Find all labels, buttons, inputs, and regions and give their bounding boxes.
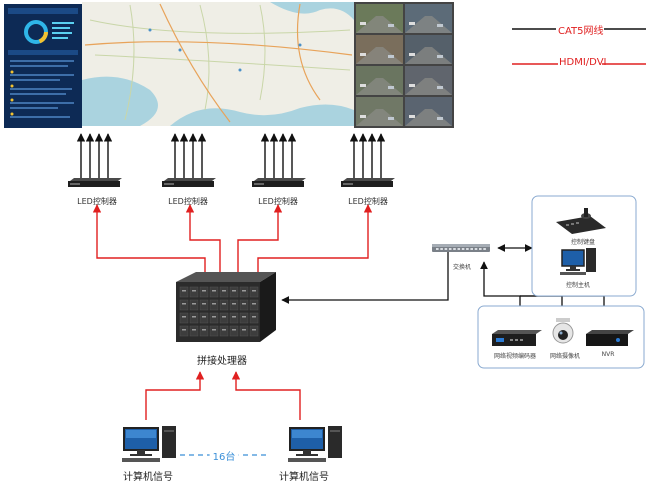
- hdmi-links-to-controllers: [92, 204, 373, 275]
- led-controller-2-label: LED控制器: [168, 197, 208, 206]
- hdmi-link-right-computer: [231, 371, 301, 420]
- video-wall: [4, 2, 454, 128]
- video-encoder-icon: [492, 330, 542, 346]
- processor-label: 拼接处理器: [197, 356, 247, 367]
- control-group: [531, 195, 637, 297]
- control-host-label: 控制主机: [565, 282, 591, 289]
- control-host-icon: [560, 248, 596, 275]
- nvr-label: NVR: [601, 351, 615, 358]
- cat5-link-switch-processor: [281, 252, 449, 304]
- nvr-icon: [586, 330, 634, 346]
- led-controller-3-label: LED控制器: [258, 197, 298, 206]
- legend-hdmi-label: HDMI/DVI: [559, 57, 607, 68]
- led-controller-1-label: LED控制器: [77, 197, 117, 206]
- hdmi-link-left-computer: [145, 371, 205, 420]
- camera-label: 网络摄像机: [549, 353, 581, 360]
- network-camera-icon: [552, 318, 574, 344]
- computer-right-icon: [288, 426, 342, 462]
- led-controller-3-icon: [252, 178, 306, 187]
- network-switch: [432, 244, 490, 252]
- control-keyboard-icon: [556, 208, 606, 234]
- computer-count-label: 16台: [209, 448, 239, 463]
- encoder-label: 网络视频编码器: [493, 353, 537, 360]
- led-controller-4-icon: [341, 178, 395, 187]
- computer-left-icon: [122, 426, 176, 462]
- led-controller-2-icon: [162, 178, 216, 187]
- legend-cat5-label: CAT5网线: [558, 26, 604, 37]
- computer-left-label: 计算机信号: [123, 472, 173, 483]
- switch-label: 交换机: [452, 264, 472, 271]
- computer-right-label: 计算机信号: [279, 472, 329, 483]
- camera-grid: [354, 2, 454, 128]
- splicing-processor: [176, 272, 276, 342]
- led-controller-1-icon: [68, 178, 122, 187]
- led-controllers: [68, 178, 395, 187]
- led-controller-4-label: LED控制器: [348, 197, 388, 206]
- cat5-links-to-wall: [76, 133, 386, 178]
- control-keyboard-label: 控制键盘: [570, 239, 596, 246]
